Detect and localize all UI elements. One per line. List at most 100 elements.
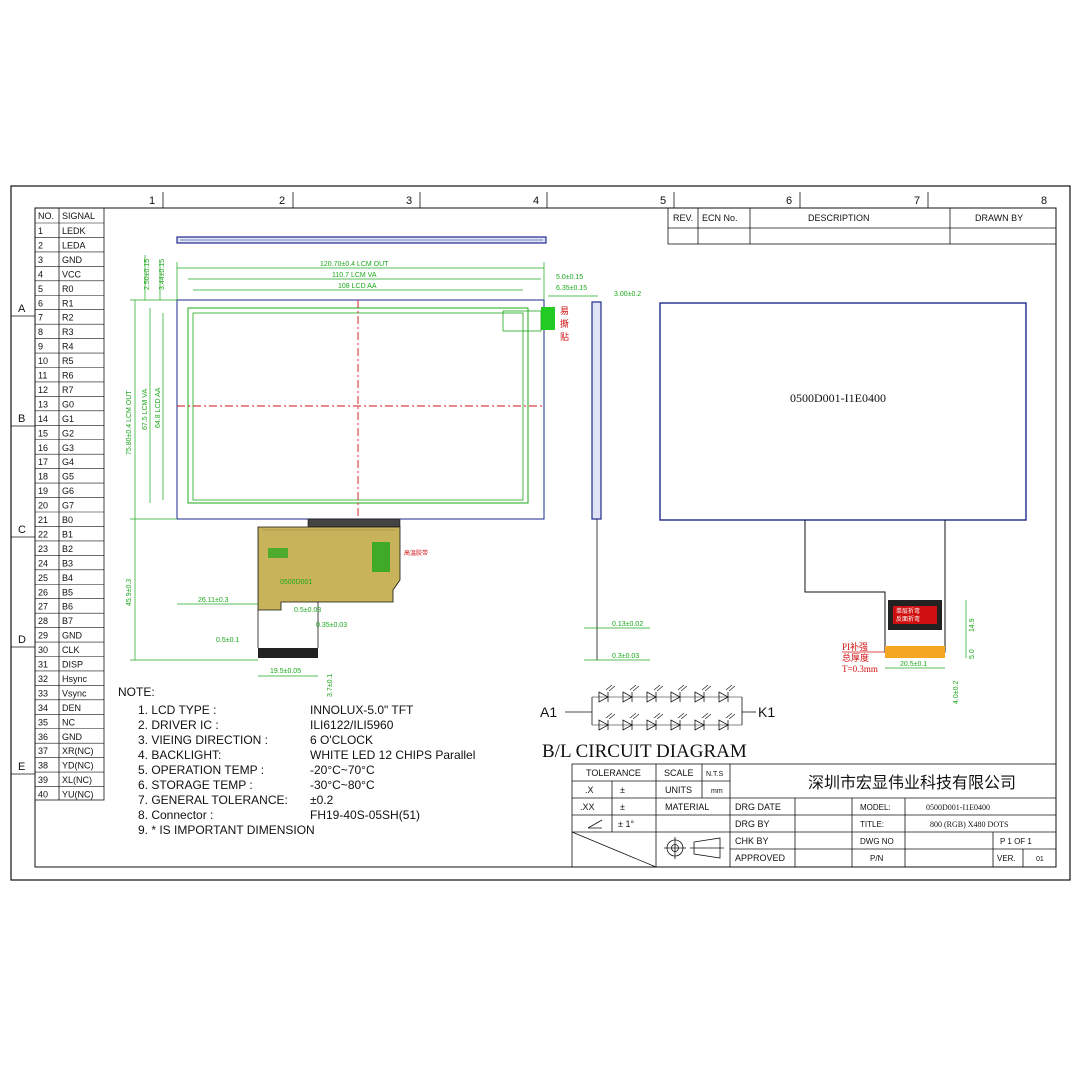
dim-4-0: 4.0±0.2 bbox=[953, 681, 960, 704]
pi-note-1: PI补强 bbox=[842, 641, 868, 652]
units-label: UNITS bbox=[665, 785, 692, 795]
tol-x-label: .X bbox=[585, 785, 594, 795]
pin-signal: YD(NC) bbox=[62, 761, 94, 771]
led-symbol-icon bbox=[646, 691, 657, 703]
projection-symbol-icon bbox=[664, 837, 724, 859]
mm-label: mm bbox=[711, 788, 723, 795]
easy-tear-label-3: 贴 bbox=[560, 331, 569, 342]
pin-signal: R3 bbox=[62, 327, 74, 337]
pin-number: 39 bbox=[38, 775, 48, 785]
pin-signal: R2 bbox=[62, 313, 74, 323]
pin-number: 5 bbox=[38, 284, 43, 294]
easy-tear-label-2: 撕 bbox=[560, 318, 569, 329]
back-label-line-1: 单层折弯 bbox=[896, 607, 920, 615]
led-symbol-icon bbox=[718, 719, 729, 731]
led-emission-arrows-icon bbox=[725, 684, 736, 692]
grid-row-label: A bbox=[18, 303, 26, 315]
pin-signal: Vsync bbox=[62, 688, 87, 698]
pin-signal: VCC bbox=[62, 269, 82, 279]
chk-by-label: CHK BY bbox=[735, 836, 769, 846]
dim-5-0: 5.0±0.15 bbox=[556, 274, 583, 281]
pin-signal: G2 bbox=[62, 428, 74, 438]
pin-signal: R7 bbox=[62, 385, 74, 395]
grid-row-label: B bbox=[18, 413, 25, 425]
pin-signal: GND bbox=[62, 255, 83, 265]
tol-xx-pm: ± bbox=[620, 802, 625, 812]
led-symbol-icon bbox=[598, 719, 609, 731]
front-view-dimension-labels: 120.70±0.4 LCM OUT 110.7 LCM VA 108 LCD … bbox=[126, 259, 641, 697]
pin-number: 32 bbox=[38, 674, 48, 684]
pin-signal: CLK bbox=[62, 645, 80, 655]
model-field-value: 0500D001-I1E0400 bbox=[926, 803, 990, 812]
pin-signal: R0 bbox=[62, 284, 74, 294]
note-label: 2. DRIVER IC : bbox=[138, 718, 219, 732]
circuit-title: B/L CIRCUIT DIAGRAM bbox=[542, 741, 747, 762]
pin-number: 21 bbox=[38, 515, 48, 525]
fpc-part-label: 0500D001 bbox=[280, 579, 312, 586]
rev-header: REV. bbox=[673, 213, 693, 223]
pin-number: 27 bbox=[38, 602, 48, 612]
pin-signal: R1 bbox=[62, 298, 74, 308]
approved-label: APPROVED bbox=[735, 853, 786, 863]
pin-number: 37 bbox=[38, 746, 48, 756]
pin-number: 6 bbox=[38, 298, 43, 308]
circuit-a1-label: A1 bbox=[540, 704, 557, 720]
led-symbol-icon bbox=[694, 691, 705, 703]
led-symbol-icon bbox=[598, 691, 609, 703]
pin-number: 4 bbox=[38, 269, 43, 279]
dim-lcm-va-height: 67.5 LCM VA bbox=[142, 389, 149, 430]
dim-lcd-aa-width: 108 LCD AA bbox=[338, 283, 377, 290]
led-symbol-icon bbox=[718, 691, 729, 703]
pin-number: 19 bbox=[38, 486, 48, 496]
led-emission-arrows-icon bbox=[653, 712, 664, 720]
tolerance-label: TOLERANCE bbox=[586, 768, 641, 778]
pi-note-2: 总厚度 bbox=[842, 652, 869, 663]
pin-signal: Hsync bbox=[62, 674, 88, 684]
pin-number: 24 bbox=[38, 558, 48, 568]
fpc-note-label: 高温胶带 bbox=[404, 549, 428, 557]
pin-signal: R4 bbox=[62, 342, 74, 352]
note-label: 7. GENERAL TOLERANCE: bbox=[138, 793, 288, 807]
dwg-no-label: DWG NO bbox=[860, 837, 894, 846]
pin-number: 8 bbox=[38, 327, 43, 337]
led-emission-arrows-icon bbox=[605, 712, 616, 720]
pin-signal: DISP bbox=[62, 660, 83, 670]
tol-x-pm: ± bbox=[620, 785, 625, 795]
tol-xx-label: .XX bbox=[580, 802, 595, 812]
pin-signal: B5 bbox=[62, 587, 73, 597]
pin-number: 12 bbox=[38, 385, 48, 395]
pin-signal: YU(NC) bbox=[62, 790, 94, 800]
pin-signal: XR(NC) bbox=[62, 746, 94, 756]
pin-number: 31 bbox=[38, 660, 48, 670]
pin-signal: NC bbox=[62, 717, 75, 727]
pin-signal: B2 bbox=[62, 544, 73, 554]
pin-number: 29 bbox=[38, 631, 48, 641]
pi-note-3: T=0.3mm bbox=[842, 664, 878, 674]
angle-icon bbox=[587, 819, 603, 829]
pin-signal: R6 bbox=[62, 371, 74, 381]
dim-0-5-a: 0.5±0.03 bbox=[294, 607, 321, 614]
grid-column-label: 1 bbox=[149, 195, 155, 207]
note-value: ±0.2 bbox=[310, 793, 334, 807]
pin-signal: B4 bbox=[62, 573, 73, 583]
note-label: 6. STORAGE TEMP : bbox=[138, 778, 253, 792]
back-model-label: 0500D001-I1E0400 bbox=[790, 391, 886, 405]
pin-number: 40 bbox=[38, 790, 48, 800]
scale-label: SCALE bbox=[664, 768, 694, 778]
pin-number: 13 bbox=[38, 399, 48, 409]
dim-lcd-aa-height: 64.8 LCD AA bbox=[155, 387, 162, 428]
pin-number: 23 bbox=[38, 544, 48, 554]
note-label: 1. LCD TYPE : bbox=[138, 703, 216, 717]
grid-column-label: 7 bbox=[914, 195, 920, 207]
dim-lcm-va-width: 110.7 LCM VA bbox=[332, 272, 377, 279]
revision-table: REV. ECN No. DESCRIPTION DRAWN BY bbox=[667, 207, 1057, 245]
dim-3-7: 3.7±0.1 bbox=[327, 674, 334, 697]
dim-0-35: 0.35±0.03 bbox=[316, 622, 347, 629]
note-label: 5. OPERATION TEMP : bbox=[138, 763, 264, 777]
led-emission-arrows-icon bbox=[701, 684, 712, 692]
pin-number: 33 bbox=[38, 688, 48, 698]
pin-number: 11 bbox=[38, 371, 47, 381]
title-block bbox=[571, 763, 1057, 868]
dim-0-3: 0.3±0.03 bbox=[612, 653, 639, 660]
